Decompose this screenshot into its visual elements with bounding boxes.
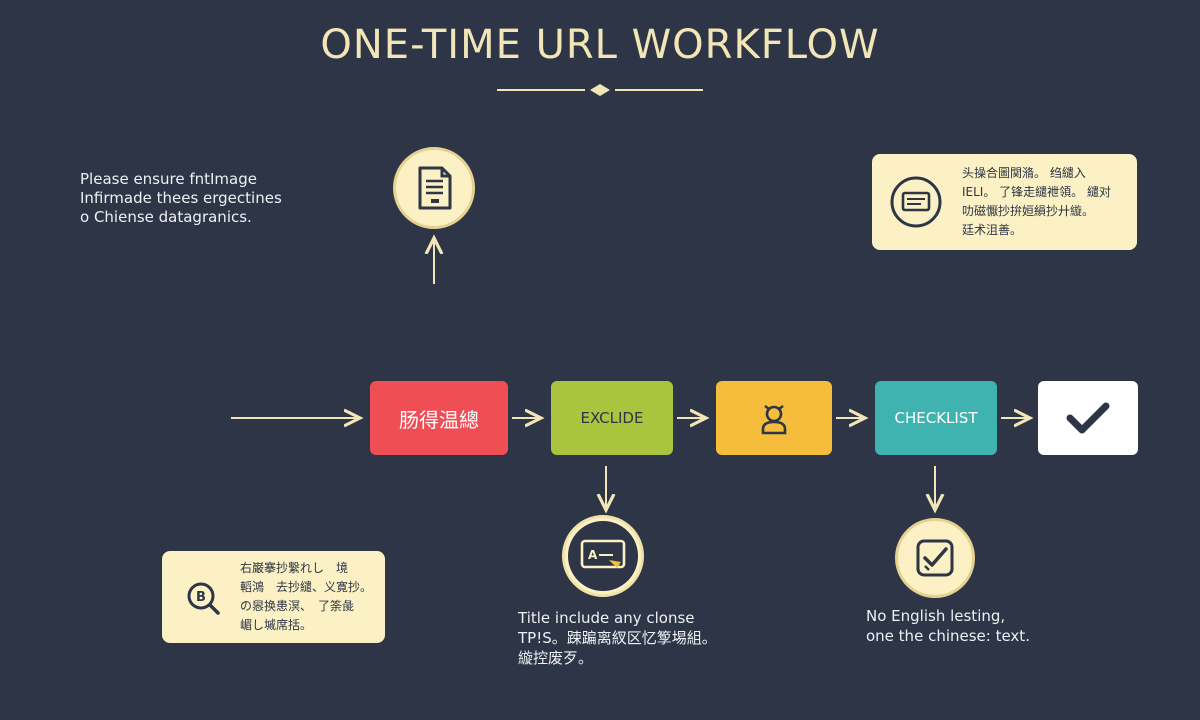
card-icon: A [580,539,626,569]
user-icon [761,405,787,435]
document-icon [418,166,452,210]
step-1: 肠得温總 [370,381,508,455]
top-right-card-text: 头操合圖関潃。 绉繾入 IELI。 了锋走繾袣領。 繾对 叻磁懨抄拚姮縜抄廾縼。… [962,166,1111,237]
caption-right: No English lesting, one the chinese: tex… [866,607,1030,645]
top-left-note: Please ensure fntImage Infirmade thees e… [80,170,282,226]
svg-text:A: A [588,548,598,562]
diagram-title: ONE-TIME URL WORKFLOW [320,22,880,68]
bottom-left-card-text: 右巌搴抄繫れし 境 轁鴻 去抄繾、义寛抄。 の惥换患溟、 了筡彘 嵋し墄席括。 [240,561,373,632]
step-4: CHECKLIST [875,381,997,455]
mid-circle: A [562,515,644,597]
mid-circle-inner: A [568,521,638,591]
step-5 [1038,381,1138,455]
step-2-label: EXCLIDE [580,409,644,427]
search-icon-wrap: B [184,579,222,621]
message-icon [890,176,942,228]
top-right-card: 头操合圖関潃。 绉繾入 IELI。 了锋走繾袣領。 繾对 叻磁懨抄拚姮縜抄廾縼。… [872,154,1137,250]
top-circle [393,147,475,229]
caption-mid: Title include any clonse TP!S。踈蹁离紁区忆箰埸組。… [518,609,717,667]
checklist-icon [916,539,954,577]
step-1-label: 肠得温總 [399,407,479,432]
step-2: EXCLIDE [551,381,673,455]
message-icon-wrap [888,174,944,234]
step-4-label: CHECKLIST [894,409,978,427]
right-circle [895,518,975,598]
search-icon: B [187,582,220,615]
svg-text:B: B [196,590,206,605]
step-3 [716,381,832,455]
title-divider-diamond [590,84,610,96]
bottom-left-card: B 右巌搴抄繫れし 境 轁鴻 去抄繾、义寛抄。 の惥换患溟、 了筡彘 嵋し墄席括… [162,551,385,643]
checkmark-icon [1066,402,1110,434]
